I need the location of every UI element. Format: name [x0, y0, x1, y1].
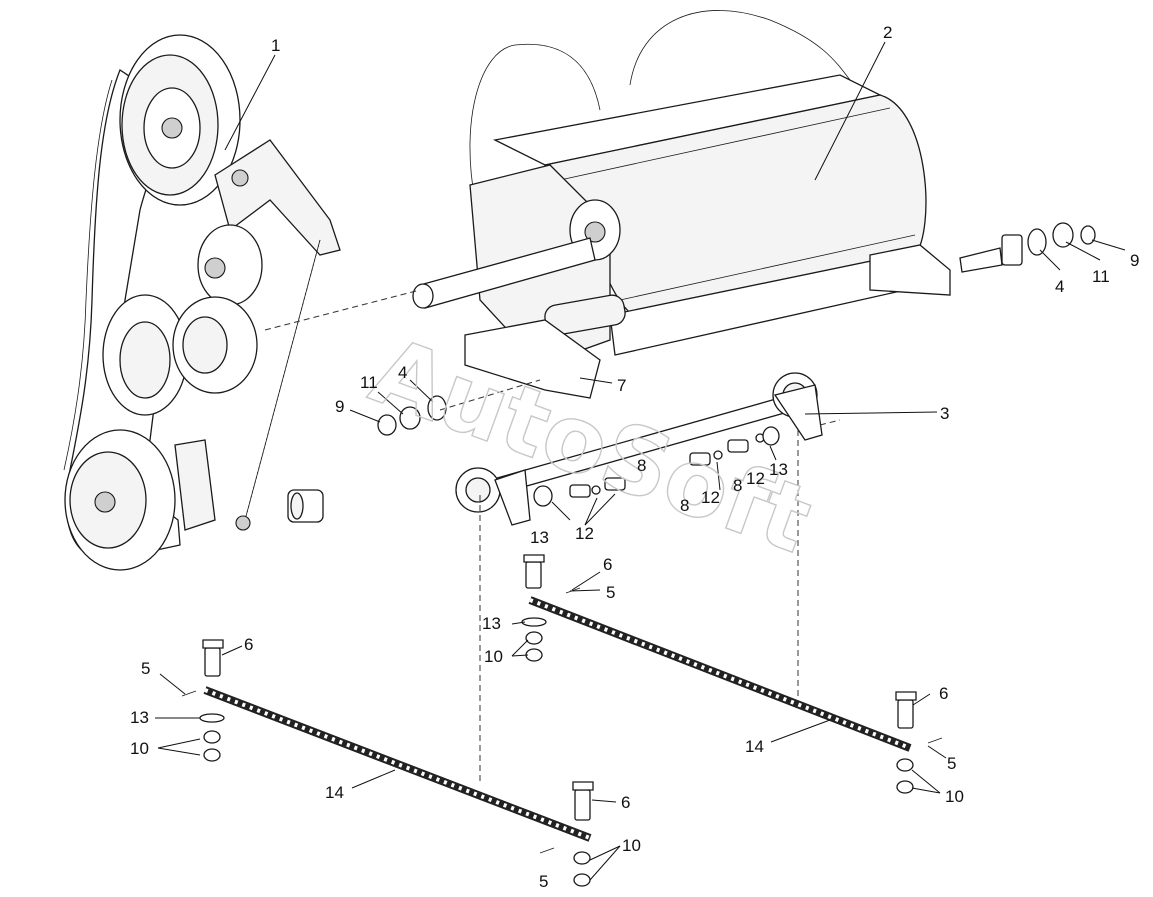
callout-7: 7: [617, 376, 626, 395]
sprocket-shaft-assembly: [455, 372, 823, 526]
chain-lower: [181, 639, 594, 887]
callout-13-upper-chain: 13: [482, 614, 501, 633]
callout-12-right: 12: [746, 469, 765, 488]
callout-11-right: 11: [1092, 267, 1110, 286]
callout-5-upper-chain: 5: [606, 583, 615, 602]
belt-drive-assembly: [63, 34, 341, 571]
callout-13-right: 13: [769, 460, 788, 479]
callout-13-left: 13: [530, 528, 549, 547]
callout-10-upper-chain: 10: [484, 647, 503, 666]
callout-11-left: 11: [360, 373, 378, 392]
callout-12-left: 12: [575, 524, 594, 543]
leader-lines: [155, 41, 1126, 881]
callout-12-mid: 12: [701, 488, 720, 507]
callout-10-lower-chain-end: 10: [622, 836, 641, 855]
chain-upper: [521, 554, 943, 794]
callout-8-mid: 8: [680, 496, 689, 515]
callout-5-lower-chain: 5: [141, 659, 150, 678]
left-fastener-group: [377, 395, 447, 436]
callout-6-lower-chain: 6: [244, 635, 253, 654]
callout-2: 2: [883, 23, 892, 42]
callout-13-lower-chain: 13: [130, 708, 149, 727]
callout-4-left: 4: [398, 363, 407, 382]
callout-5-lower-chain-end: 5: [539, 872, 548, 891]
callout-6-upper-chain: 6: [603, 555, 612, 574]
callout-labels: 1 2 3 7 4 11 9 9 11 4 8 8 12 8 12 13 13 …: [130, 23, 1139, 891]
callout-5-right-chain-end: 5: [947, 754, 956, 773]
callout-9-right: 9: [1130, 251, 1139, 270]
callout-1: 1: [271, 36, 280, 55]
callout-6-right-chain-end: 6: [939, 684, 948, 703]
callout-8-right: 8: [733, 476, 742, 495]
callout-10-lower-chain: 10: [130, 739, 149, 758]
callout-10-right-chain-end: 10: [945, 787, 964, 806]
drum-housing-assembly: [412, 10, 951, 399]
callout-6-lower-chain-end: 6: [621, 793, 630, 812]
callout-8-top: 8: [637, 456, 646, 475]
alignment-lines: [264, 289, 841, 785]
callout-4-right: 4: [1055, 277, 1064, 296]
callout-14-lower-chain: 14: [325, 783, 344, 802]
callout-14-upper-chain: 14: [745, 737, 764, 756]
callout-3: 3: [940, 404, 949, 423]
callout-9-left: 9: [335, 397, 344, 416]
right-fastener-group: [959, 222, 1096, 273]
